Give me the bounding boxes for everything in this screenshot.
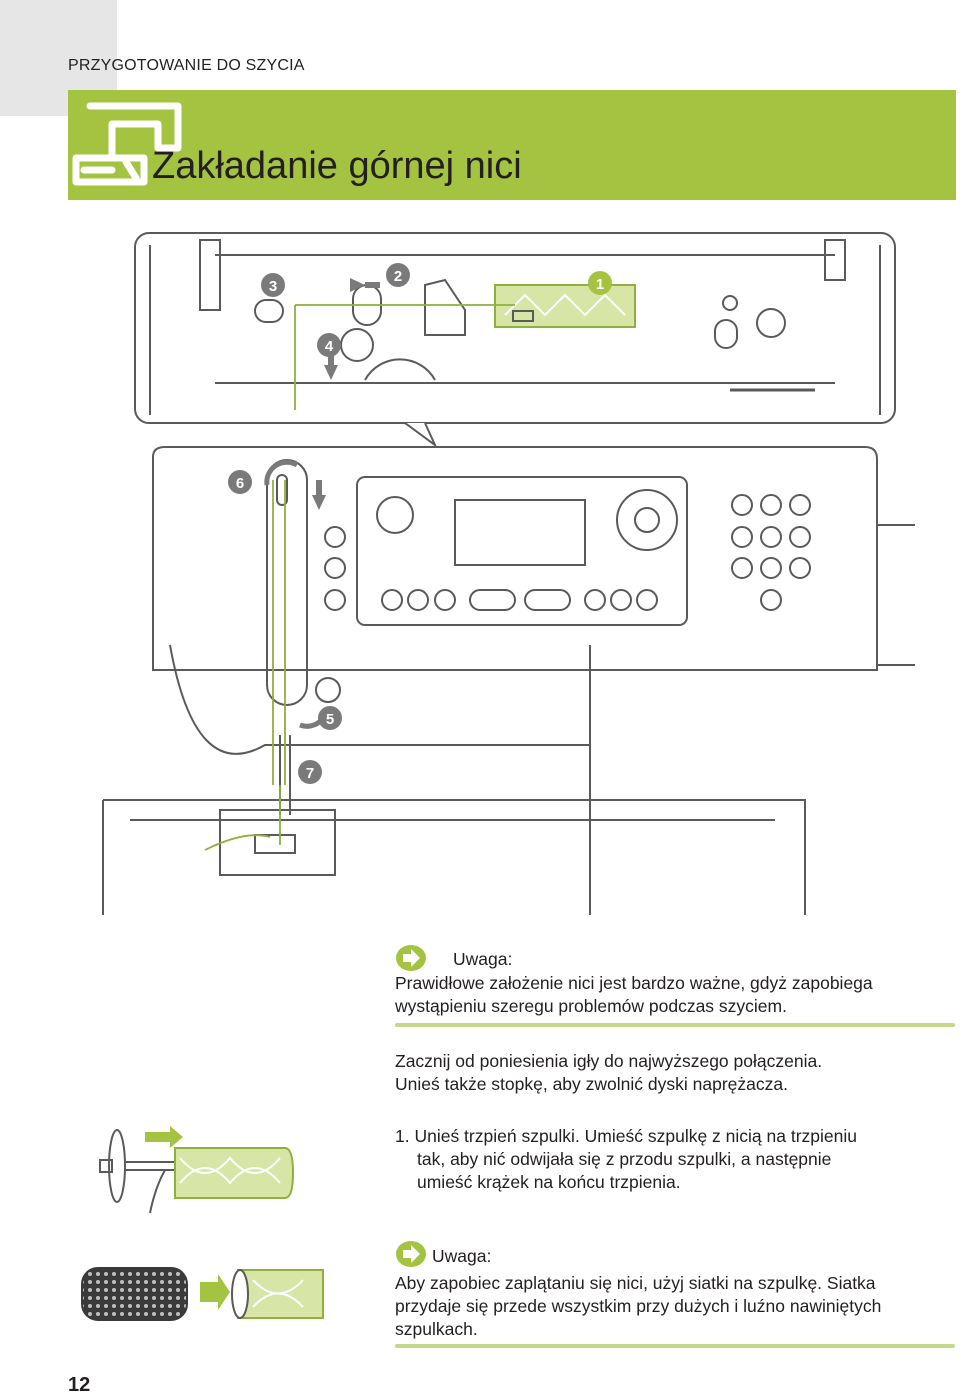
callout-markers: 1 2 3 4 5 6 7 <box>228 263 612 784</box>
svg-text:2: 2 <box>394 268 402 285</box>
title-banner <box>68 90 956 200</box>
svg-text:7: 7 <box>306 765 314 782</box>
note-arrow-icon <box>396 945 426 971</box>
callout-5: 5 <box>318 706 342 730</box>
note1-text-line2: wystąpieniu szeregu problemów podczas sz… <box>395 996 787 1016</box>
spool-net-illustration <box>81 1267 324 1321</box>
threading-diagram: 1 2 3 4 5 6 7 <box>102 232 915 915</box>
callout-1: 1 <box>588 271 612 295</box>
note2-text-line2: przydaje się przede wszystkim przy dużyc… <box>395 1296 882 1316</box>
machine-front-body <box>152 446 878 671</box>
divider <box>395 1344 955 1348</box>
note2-text-line1: Aby zapobiec zaplątaniu się nici, użyj s… <box>395 1273 876 1293</box>
note1-label: Uwaga: <box>453 949 513 969</box>
intro-line2: Unieś także stopkę, aby zwolnić dyski na… <box>395 1074 788 1094</box>
step1-line1: 1. Unieś trzpień szpulki. Umieść szpulkę… <box>395 1126 857 1146</box>
page-number: 12 <box>68 1374 91 1396</box>
callout-3: 3 <box>261 273 285 297</box>
step1-line2: tak, aby nić odwijała się z przodu szpul… <box>417 1149 832 1169</box>
callout-4: 4 <box>317 333 341 357</box>
divider <box>395 1023 955 1027</box>
note1-text-line1: Prawidłowe założenie nici jest bardzo wa… <box>395 973 873 993</box>
note2-text-line3: szpulkach. <box>395 1319 478 1339</box>
page-title: Zakładanie górnej nici <box>152 145 522 187</box>
callout-2: 2 <box>386 263 410 287</box>
section-header: PRZYGOTOWANIE DO SZYCIA <box>68 57 305 74</box>
step1-line3: umieść krążek na końcu trzpienia. <box>417 1172 681 1192</box>
svg-text:1: 1 <box>596 276 604 293</box>
callout-7: 7 <box>298 760 322 784</box>
spool-on-pin-illustration <box>99 1126 295 1214</box>
note2-label: Uwaga: <box>432 1246 492 1266</box>
note-arrow-icon <box>396 1241 426 1267</box>
callout-6: 6 <box>228 470 252 494</box>
svg-text:4: 4 <box>325 338 334 355</box>
svg-text:3: 3 <box>269 278 277 295</box>
svg-text:6: 6 <box>236 475 244 492</box>
intro-line1: Zacznij od poniesienia igły do najwyższe… <box>395 1051 823 1071</box>
svg-text:5: 5 <box>326 711 334 728</box>
sewing-machine-logo-icon <box>72 102 182 186</box>
machine-top-view <box>134 232 896 424</box>
